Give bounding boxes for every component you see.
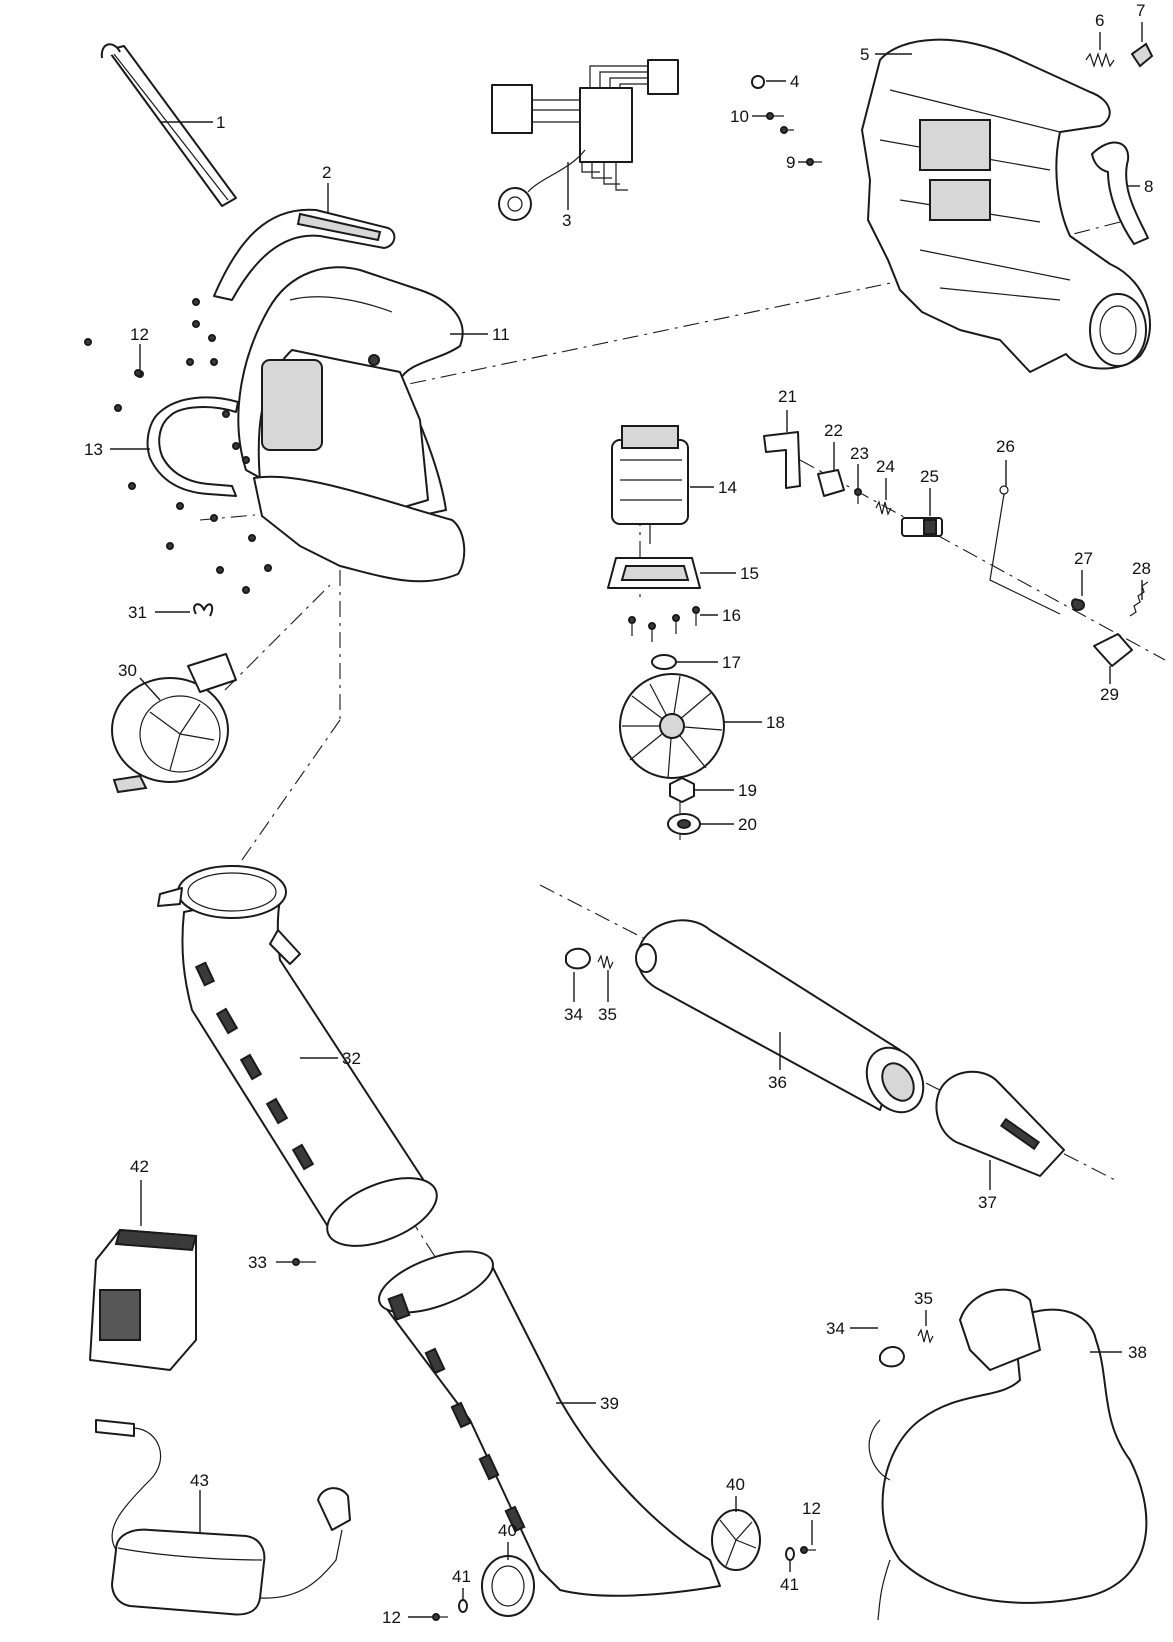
callout-21: 21: [778, 387, 797, 406]
callout-12-right: 12: [802, 1499, 821, 1518]
callout-4: 4: [790, 72, 799, 91]
callout-12-bottom: 12: [382, 1608, 401, 1627]
part-43-charger: [95, 1419, 351, 1616]
callout-26: 26: [996, 437, 1015, 456]
callout-40-left: 40: [498, 1521, 517, 1540]
callout-34: 34: [564, 1005, 583, 1024]
callout-30: 30: [118, 661, 137, 680]
callout-33: 33: [248, 1253, 267, 1272]
callout-36: 36: [768, 1073, 787, 1092]
callout-19: 19: [738, 781, 757, 800]
callout-6: 6: [1095, 11, 1104, 30]
callout-32: 32: [342, 1049, 361, 1068]
part-13-cord-guide: [110, 396, 239, 497]
callout-7: 7: [1136, 1, 1145, 20]
part-20-flange: [667, 813, 734, 835]
callout-8: 8: [1144, 177, 1153, 196]
part-31-spring-clip: [155, 603, 214, 617]
callout-43: 43: [190, 1471, 209, 1490]
callout-9: 9: [786, 153, 795, 172]
part-1-shoulder-strap: [100, 43, 237, 207]
callout-39: 39: [600, 1394, 619, 1413]
part-3-wiring-switch-assembly: [491, 59, 679, 221]
part-14-motor: [611, 425, 714, 544]
part-19-nut: [669, 777, 734, 803]
callout-28: 28: [1132, 559, 1151, 578]
part-2-auxiliary-handle: [213, 183, 396, 301]
callout-20: 20: [738, 815, 757, 834]
callout-35-bag: 35: [914, 1289, 933, 1308]
callout-11: 11: [492, 325, 510, 344]
callout-13: 13: [84, 440, 103, 459]
callout-2: 2: [322, 163, 331, 182]
part-15-motor-mount: [607, 557, 736, 589]
part-37-concentrator-nozzle: [935, 1070, 1065, 1190]
callout-labels: 1 2 3 4 5 6 7 8 9 10 11 12 13 14 15 16 1…: [84, 1, 1153, 1627]
callout-38: 38: [1128, 1343, 1147, 1362]
callout-5: 5: [860, 45, 869, 64]
part-6-7-spring-and-knob: [1085, 22, 1154, 68]
part-39-lower-vacuum-tube: [378, 1250, 721, 1597]
callout-23: 23: [850, 444, 869, 463]
callout-34-bag: 34: [826, 1319, 845, 1338]
callout-25: 25: [920, 467, 939, 486]
parts-21-25-switch-components: [763, 410, 943, 537]
callout-18: 18: [766, 713, 785, 732]
callout-35: 35: [598, 1005, 617, 1024]
part-34-35-latch-button-spring: [565, 947, 934, 1368]
callout-42: 42: [130, 1157, 149, 1176]
callout-22: 22: [824, 421, 843, 440]
callout-31: 31: [128, 603, 147, 622]
callout-17: 17: [722, 653, 741, 672]
part-33-tube-screw: [276, 1258, 316, 1266]
callout-12: 12: [130, 325, 149, 344]
part-18-impeller: [619, 673, 762, 779]
callout-37: 37: [978, 1193, 997, 1212]
part-5-right-housing: [861, 38, 1151, 373]
callout-24: 24: [876, 457, 895, 476]
part-8-trigger-guard: [1091, 141, 1149, 245]
callout-41-left: 41: [452, 1567, 471, 1586]
callout-14: 14: [718, 478, 737, 497]
part-38-collection-bag: [868, 1288, 1148, 1621]
callout-16: 16: [722, 606, 741, 625]
small-hardware-4-9-10: [751, 75, 822, 166]
part-16-mount-screws: [628, 606, 718, 642]
callout-40-right: 40: [726, 1475, 745, 1494]
parts-26-29-trigger-linkage: [989, 460, 1149, 684]
callout-3: 3: [562, 211, 571, 230]
callout-15: 15: [740, 564, 759, 583]
part-17-washer: [651, 654, 718, 670]
part-42-battery-pack: [89, 1180, 198, 1371]
callout-10: 10: [730, 107, 749, 126]
part-30-vacuum-intake-cover: [111, 653, 237, 794]
part-40-41-wheels: [458, 1496, 795, 1617]
part-32-upper-vacuum-tube: [157, 865, 438, 1247]
callout-29: 29: [1100, 685, 1119, 704]
callout-41-right: 41: [780, 1575, 799, 1594]
part-12-screws: [84, 298, 816, 1621]
callout-1: 1: [216, 113, 225, 132]
part-11-left-housing: [237, 266, 488, 583]
callout-27: 27: [1074, 549, 1093, 568]
part-36-blower-tube: [635, 919, 925, 1114]
